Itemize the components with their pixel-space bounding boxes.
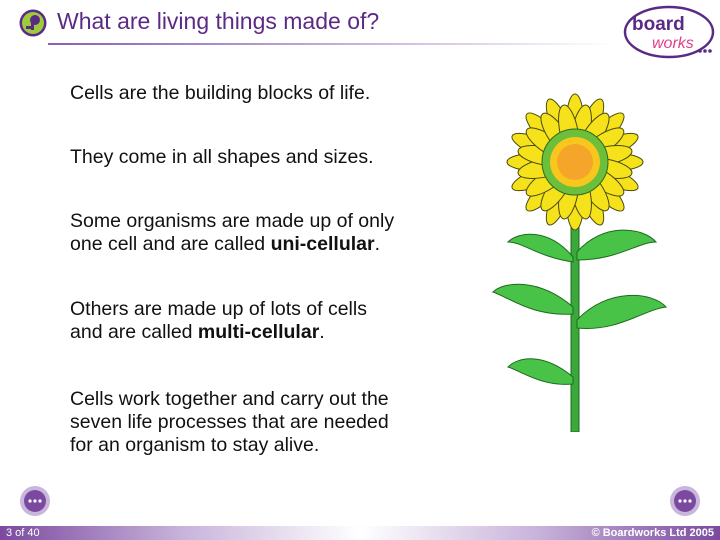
title-divider — [48, 43, 613, 45]
next-slide-icon[interactable] — [668, 484, 702, 518]
previous-slide-icon[interactable] — [18, 484, 52, 518]
bold-term: multi-cellular — [197, 321, 320, 343]
bullet-text: and are called — [70, 321, 198, 343]
bold-term: uni-cellular — [270, 233, 375, 255]
boardworks-logo: board works — [623, 5, 715, 59]
bullet-text: . — [374, 233, 381, 255]
bullet-text: Some organisms are made up of only — [70, 210, 395, 232]
bullet-text: one cell and are called — [70, 233, 271, 255]
bullet-item: They come in all shapes and sizes. — [52, 146, 374, 169]
svg-text:board: board — [632, 14, 685, 35]
bullet-item: Some organisms are made up of only one c… — [52, 210, 394, 256]
page-number: 3 of 40 — [6, 527, 40, 539]
bullet-text: Cells are the building blocks of life. — [70, 82, 371, 104]
bullet-text-line: and are called multi-cellular. — [52, 321, 367, 344]
microscope-icon — [19, 9, 47, 37]
bullet-item: Cells work together and carry out the se… — [52, 388, 389, 457]
bullet-text: They come in all shapes and sizes. — [70, 146, 374, 168]
bullet-item: Cells are the building blocks of life. — [52, 82, 370, 105]
copyright-text: © Boardworks Ltd 2005 — [591, 527, 714, 539]
bullet-text: Cells work together and carry out the — [70, 388, 389, 410]
bullet-text: Others are made up of lots of cells — [70, 298, 367, 320]
svg-text:works: works — [652, 35, 694, 52]
bullet-item: Others are made up of lots of cells and … — [52, 298, 367, 344]
sunflower-illustration — [492, 93, 667, 432]
bullet-text-line: one cell and are called uni-cellular. — [52, 233, 394, 256]
footer-bar — [0, 526, 720, 540]
bullet-text: . — [319, 321, 325, 343]
bullet-text: for an organism to stay alive. — [70, 434, 320, 456]
bullet-text: seven life processes that are needed — [70, 411, 389, 433]
page-title: What are living things made of? — [57, 8, 380, 34]
